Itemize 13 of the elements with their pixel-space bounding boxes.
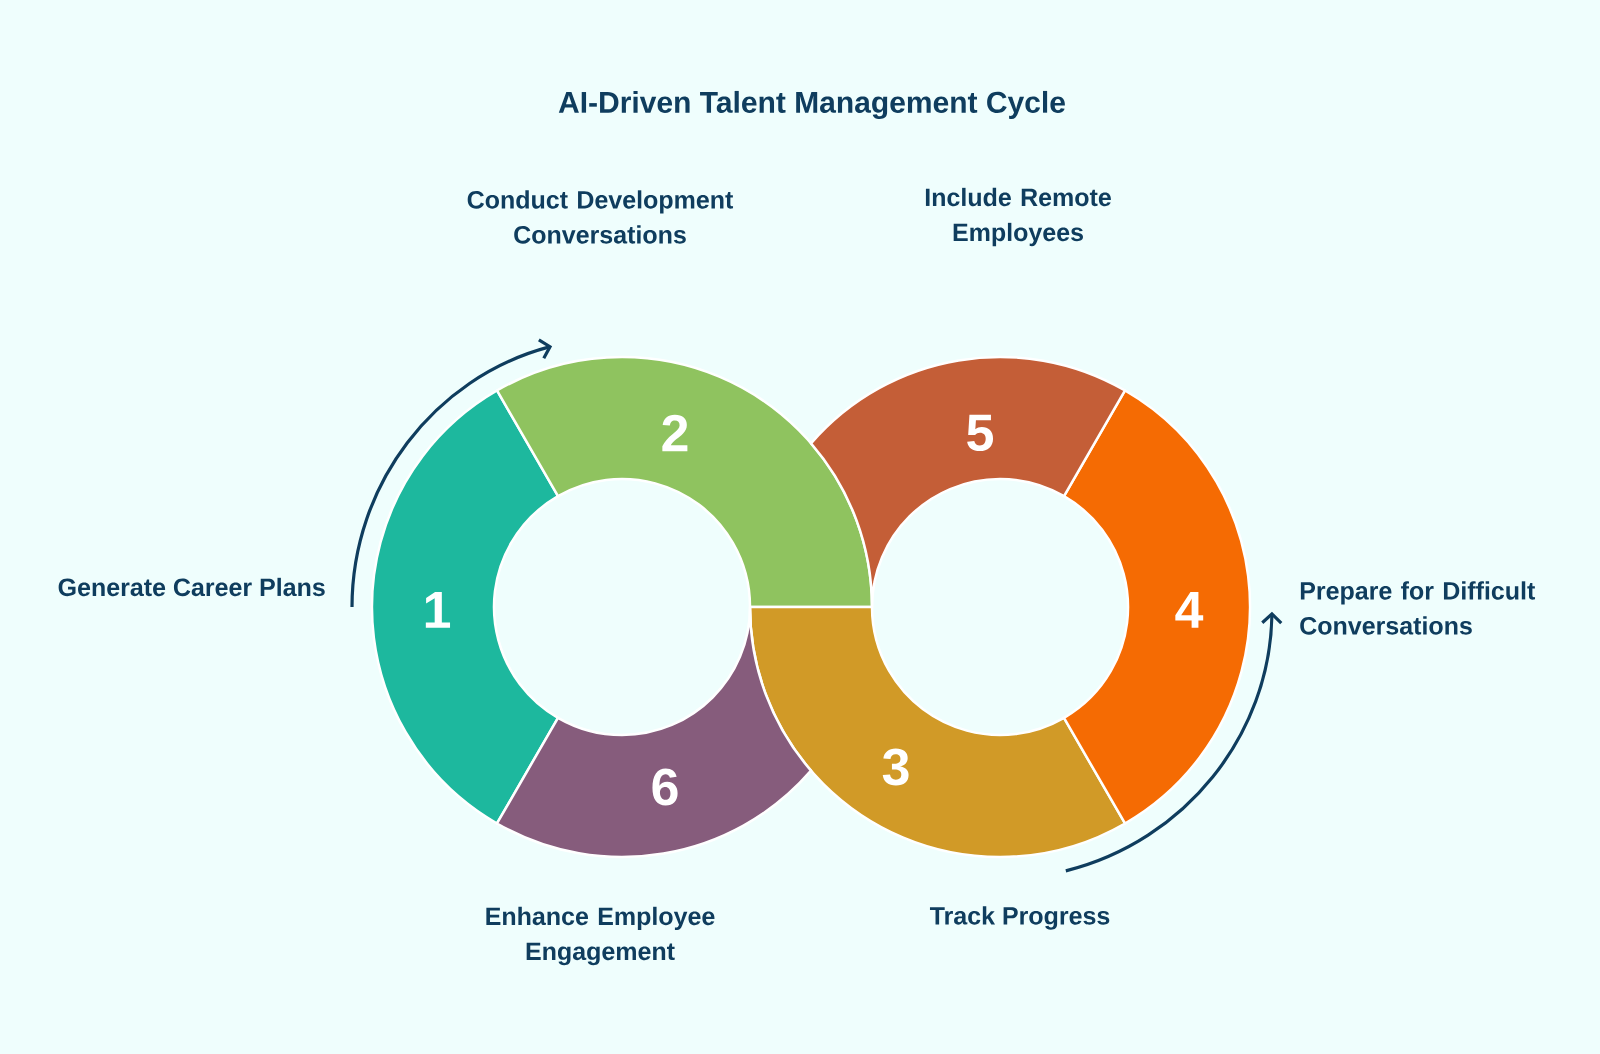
step-label: Prepare for Difficult Conversations bbox=[1300, 581, 1535, 635]
ring-segment: 2 bbox=[495, 355, 874, 609]
ring-segment: 4 bbox=[1062, 389, 1252, 825]
ring-segment: 5 bbox=[809, 356, 1127, 609]
step-label: Conduct Development Conversations bbox=[467, 190, 734, 244]
step-label: Include Remote Employees bbox=[925, 187, 1111, 247]
ring-segment: 3 bbox=[748, 605, 1127, 859]
ring-segment: 6 bbox=[495, 605, 813, 858]
step-label: Enhance Employee Engagement bbox=[486, 906, 715, 966]
ring-segment: 1 bbox=[370, 389, 560, 825]
step-label: Track Progress bbox=[929, 906, 1110, 930]
step-label: Generate Career Plans bbox=[58, 577, 325, 597]
title: AI-Driven Talent Management Cycle bbox=[558, 90, 1065, 120]
